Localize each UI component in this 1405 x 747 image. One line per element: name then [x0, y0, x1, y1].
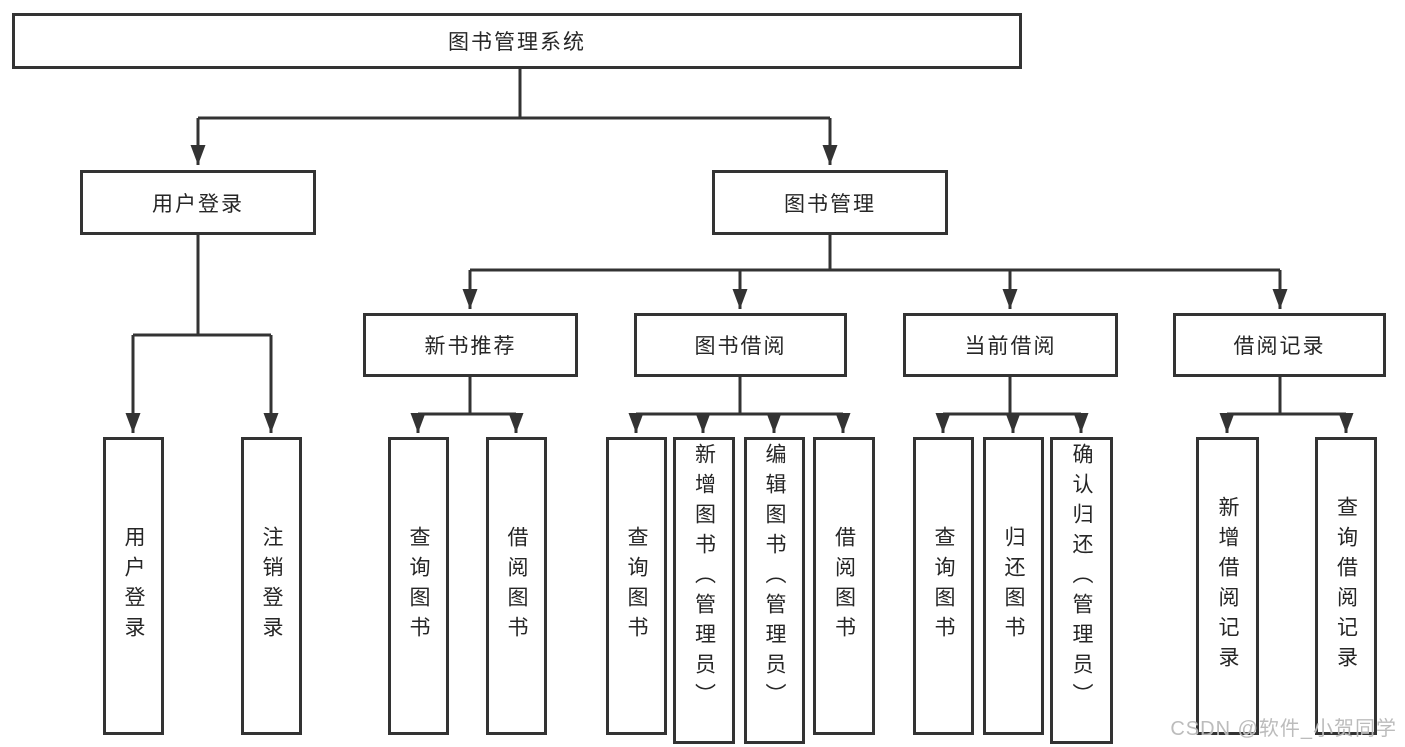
connector-root-to-level2 — [190, 69, 838, 165]
leaf-borrow-books-borrowing: 借阅图书 — [813, 437, 875, 735]
node-book-management: 图书管理 — [712, 170, 948, 235]
node-borrow-records: 借阅记录 — [1173, 313, 1386, 377]
connector-current-borrow-children — [935, 377, 1089, 433]
leaf-edit-book-admin: 编辑图书（管理员） — [744, 437, 805, 744]
csdn-watermark: CSDN @软件_小贺同学 — [1170, 718, 1397, 740]
leaf-confirm-return-admin: 确认归还（管理员） — [1050, 437, 1113, 744]
leaf-return-book: 归还图书 — [983, 437, 1044, 735]
leaf-label: 借阅图书 — [505, 526, 528, 646]
leaf-add-book-admin: 新增图书（管理员） — [673, 437, 735, 744]
leaf-label: 查询图书 — [407, 526, 430, 646]
node-new-book-recommend: 新书推荐 — [363, 313, 578, 377]
leaf-label: 归还图书 — [1002, 526, 1025, 646]
leaf-label: 借阅图书 — [832, 526, 856, 646]
leaf-search-books-current: 查询图书 — [913, 437, 974, 735]
node-current-borrowing: 当前借阅 — [903, 313, 1118, 377]
leaf-label: 编辑图书（管理员） — [763, 443, 786, 713]
leaf-label: 新增图书（管理员） — [692, 443, 716, 713]
node-book-borrowing: 图书借阅 — [634, 313, 847, 377]
connector-new-books-children — [410, 377, 524, 433]
connector-user-login-children — [125, 235, 279, 433]
leaf-add-borrow-record: 新增借阅记录 — [1196, 437, 1259, 735]
leaf-search-books-recommend: 查询图书 — [388, 437, 449, 735]
leaf-search-books-borrowing: 查询图书 — [606, 437, 667, 735]
leaf-label: 注销登录 — [260, 526, 283, 646]
leaf-borrow-books-recommend: 借阅图书 — [486, 437, 547, 735]
leaf-label: 新增借阅记录 — [1216, 496, 1239, 676]
leaf-label: 查询图书 — [932, 526, 955, 646]
connector-book-borrow-children — [628, 377, 851, 433]
connector-borrow-records-children — [1219, 377, 1354, 433]
leaf-label: 用户登录 — [122, 526, 145, 646]
leaf-logout: 注销登录 — [241, 437, 302, 735]
leaf-user-login: 用户登录 — [103, 437, 164, 735]
node-library-management-system: 图书管理系统 — [12, 13, 1022, 69]
leaf-search-borrow-record: 查询借阅记录 — [1315, 437, 1377, 735]
leaf-label: 查询借阅记录 — [1334, 496, 1358, 676]
connector-book-mgmt-children — [462, 235, 1288, 309]
leaf-label: 查询图书 — [625, 526, 648, 646]
node-user-login: 用户登录 — [80, 170, 316, 235]
leaf-label: 确认归还（管理员） — [1070, 443, 1093, 713]
